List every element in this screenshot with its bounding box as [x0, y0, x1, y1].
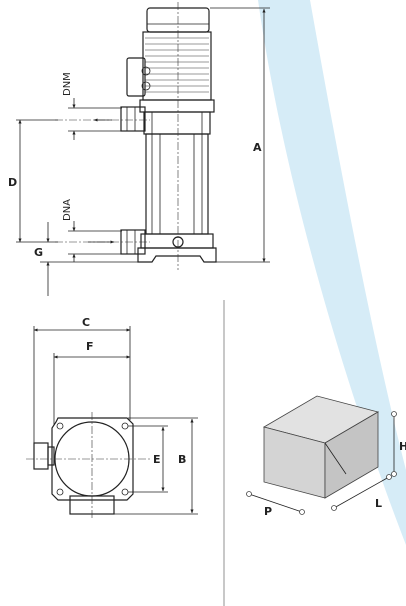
- pump-stage-stack: [145, 133, 209, 235]
- d-label: D: [8, 176, 17, 189]
- outlet-flange: [120, 106, 146, 132]
- l-label: L: [375, 497, 382, 510]
- terminal-box: [126, 57, 146, 97]
- g-label: G: [34, 246, 43, 259]
- dnm-label: DNM: [62, 72, 73, 96]
- packaging-box: H L P: [246, 395, 406, 518]
- pump-head: [143, 111, 211, 135]
- background-accent-band: [258, 0, 406, 545]
- cable-gland-icon: [141, 81, 151, 91]
- f-label: F: [86, 340, 94, 353]
- cable-gland-icon: [141, 66, 151, 76]
- motor-flange: [139, 99, 215, 113]
- b-label: B: [178, 453, 186, 466]
- motor-cooling-fins: [145, 37, 209, 93]
- p-label: P: [264, 505, 272, 518]
- mounting-hole-icon: [56, 422, 64, 430]
- mounting-hole-icon: [121, 422, 129, 430]
- motor-body: [142, 31, 212, 101]
- side-flange-connector: [47, 446, 55, 466]
- pump-foot: [137, 247, 217, 263]
- pump-top-view: C F E B: [26, 316, 198, 520]
- c-label: C: [82, 316, 90, 329]
- e-label: E: [153, 453, 161, 466]
- base-plate: [51, 417, 134, 501]
- pump-side-view: DNM DNA D G A: [8, 2, 270, 296]
- mounting-hole-icon: [121, 488, 129, 496]
- h-label: H: [399, 440, 406, 453]
- side-flange-left: [33, 442, 49, 470]
- a-label: A: [253, 141, 262, 154]
- mounting-hole-icon: [56, 488, 64, 496]
- dna-label: DNA: [62, 199, 73, 221]
- box-side-face: [324, 411, 379, 499]
- pump-base: [140, 233, 214, 249]
